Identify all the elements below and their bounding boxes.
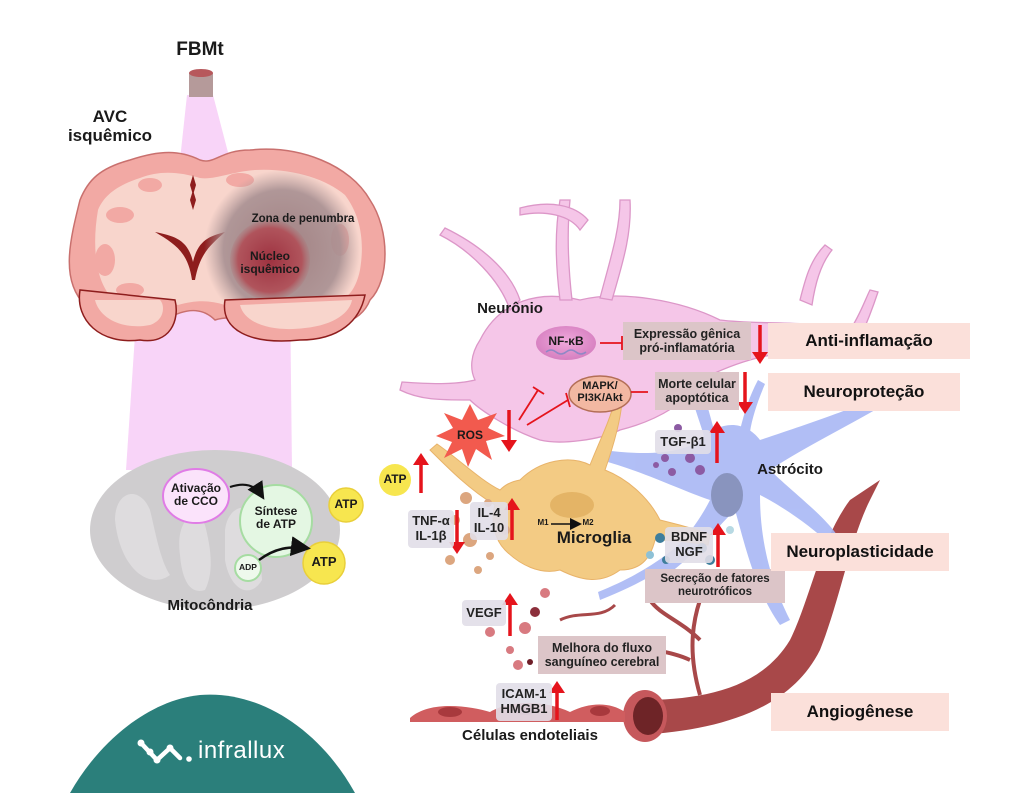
gene-expression-line1: Expressão gênica <box>633 326 741 341</box>
tnf-line1: TNF-α <box>412 513 450 529</box>
atp-released-bubble <box>379 464 411 496</box>
neurotrophic-box: Secreção de fatores neurotróficos <box>645 569 785 603</box>
mapk-label: MAPK/ PI3K/Akt <box>568 380 632 404</box>
core-label: Núcleo isquêmico <box>232 249 308 277</box>
bdnf-line1: BDNF <box>670 529 708 545</box>
blood-flow-box: Melhora do fluxo sanguíneo cerebral <box>538 636 666 674</box>
brand-blob <box>70 694 355 793</box>
inhibition-lines <box>518 336 648 426</box>
il-line2: IL-10 <box>473 520 505 535</box>
tnf-line2: IL-1β <box>415 528 447 543</box>
outcome-neuroplasticity-label: Neuroplasticidade <box>786 542 934 562</box>
stroke-label-line1: AVC <box>92 107 128 126</box>
gene-expression-box: Expressão gênica pró-inflamatória <box>623 322 751 360</box>
tnf-chip: TNF-α IL-1β <box>408 510 454 548</box>
ros-label: ROS <box>456 428 483 442</box>
icam-line1: ICAM-1 <box>501 686 547 702</box>
outcome-angiogenesis: Angiogênese <box>771 693 949 731</box>
nfkb-ellipse <box>536 326 596 360</box>
blood-vessel <box>559 480 880 742</box>
atp-synthesis-label: Síntese de ATP <box>246 504 306 532</box>
core-label-line1: Núcleo <box>249 249 290 263</box>
tgf-chip: TGF-β1 <box>655 430 711 454</box>
mapk-ellipse <box>568 375 632 413</box>
cco-label-line1: Ativação <box>170 481 222 495</box>
atp-large-label: ATP <box>311 554 337 569</box>
apoptosis-box: Morte celular apoptótica <box>655 372 739 410</box>
atp-small-label: ATP <box>334 497 358 511</box>
mitochondria-label: Mitocôndria <box>167 597 253 614</box>
vegf-chip: VEGF <box>462 600 506 626</box>
adp-to-atp-arrow <box>258 536 311 562</box>
atp-synthesis-line1: Síntese <box>254 504 298 518</box>
bdnf-line2: NGF <box>675 544 703 559</box>
light-source-icon <box>189 69 213 97</box>
brain-illustration <box>68 148 386 342</box>
cco-to-synthesis-arrow <box>229 480 265 500</box>
gene-expression-line2: pró-inflamatória <box>639 341 735 355</box>
atp-large-bubble <box>302 541 346 585</box>
infrallux-logo-icon <box>137 739 192 764</box>
nfkb-label: NF-κB <box>548 334 584 348</box>
apoptosis-line1: Morte celular <box>658 376 736 391</box>
cco-label-line2: de CCO <box>173 494 218 509</box>
astrocyte-label: Astrócito <box>757 461 823 478</box>
mapk-line2: PI3K/Akt <box>577 392 623 405</box>
endothelial-label: Células endoteliais <box>462 727 598 744</box>
icam-chip: ICAM-1 HMGB1 <box>496 683 552 721</box>
polarization-m2-label: M2 <box>582 518 594 527</box>
core-label-line2: isquêmico <box>240 262 300 277</box>
blood-flow-line1: Melhora do fluxo <box>552 640 652 655</box>
outcome-neuroplasticity: Neuroplasticidade <box>771 533 949 571</box>
outcome-neuroprotection: Neuroproteção <box>768 373 960 411</box>
microglia-label: Microglia <box>556 528 632 547</box>
neuron-label: Neurônio <box>477 300 543 317</box>
atp-synthesis-line2: de ATP <box>255 517 296 532</box>
outcome-anti-inflammation-label: Anti-inflamação <box>805 331 933 351</box>
neurotrophic-line2: neurotróficos <box>677 586 753 598</box>
icam-line2: HMGB1 <box>500 701 548 716</box>
adp-label: ADP <box>239 562 257 572</box>
bdnf-chip: BDNF NGF <box>665 527 713 563</box>
blood-flow-line2: sanguíneo cerebral <box>544 655 660 669</box>
neurotrophic-line1: Secreção de fatores <box>660 572 770 585</box>
penumbra-label: Zona de penumbra <box>251 213 355 225</box>
outcome-angiogenesis-label: Angiogênese <box>806 702 914 722</box>
adp-bubble <box>234 554 262 582</box>
apoptosis-line2: apoptótica <box>665 391 729 405</box>
dna-strand-icon <box>545 349 587 355</box>
brand-name: infrallux <box>198 737 286 764</box>
il-line1: IL-4 <box>477 505 501 521</box>
il-chip: IL-4 IL-10 <box>470 502 508 540</box>
vegf-particles <box>485 588 550 670</box>
atp-small-bubble <box>328 487 364 523</box>
fbmt-title: FBMt <box>176 39 224 60</box>
stroke-label: AVC isquêmico <box>60 107 160 145</box>
mapk-line1: MAPK/ <box>582 380 618 392</box>
cco-label: Ativação de CCO <box>166 481 226 509</box>
regulation-arrows <box>413 325 768 720</box>
outcome-anti-inflammation: Anti-inflamação <box>768 323 970 359</box>
stroke-label-line2: isquêmico <box>67 125 153 145</box>
vegf-label: VEGF <box>466 604 502 620</box>
outcome-neuroprotection-label: Neuroproteção <box>803 382 925 402</box>
tgf-label: TGF-β1 <box>660 433 706 449</box>
polarization-m1-label: M1 <box>537 518 549 527</box>
atp-released-label: ATP <box>383 472 407 486</box>
cco-activation-bubble <box>162 468 230 524</box>
ros-star <box>436 404 505 467</box>
